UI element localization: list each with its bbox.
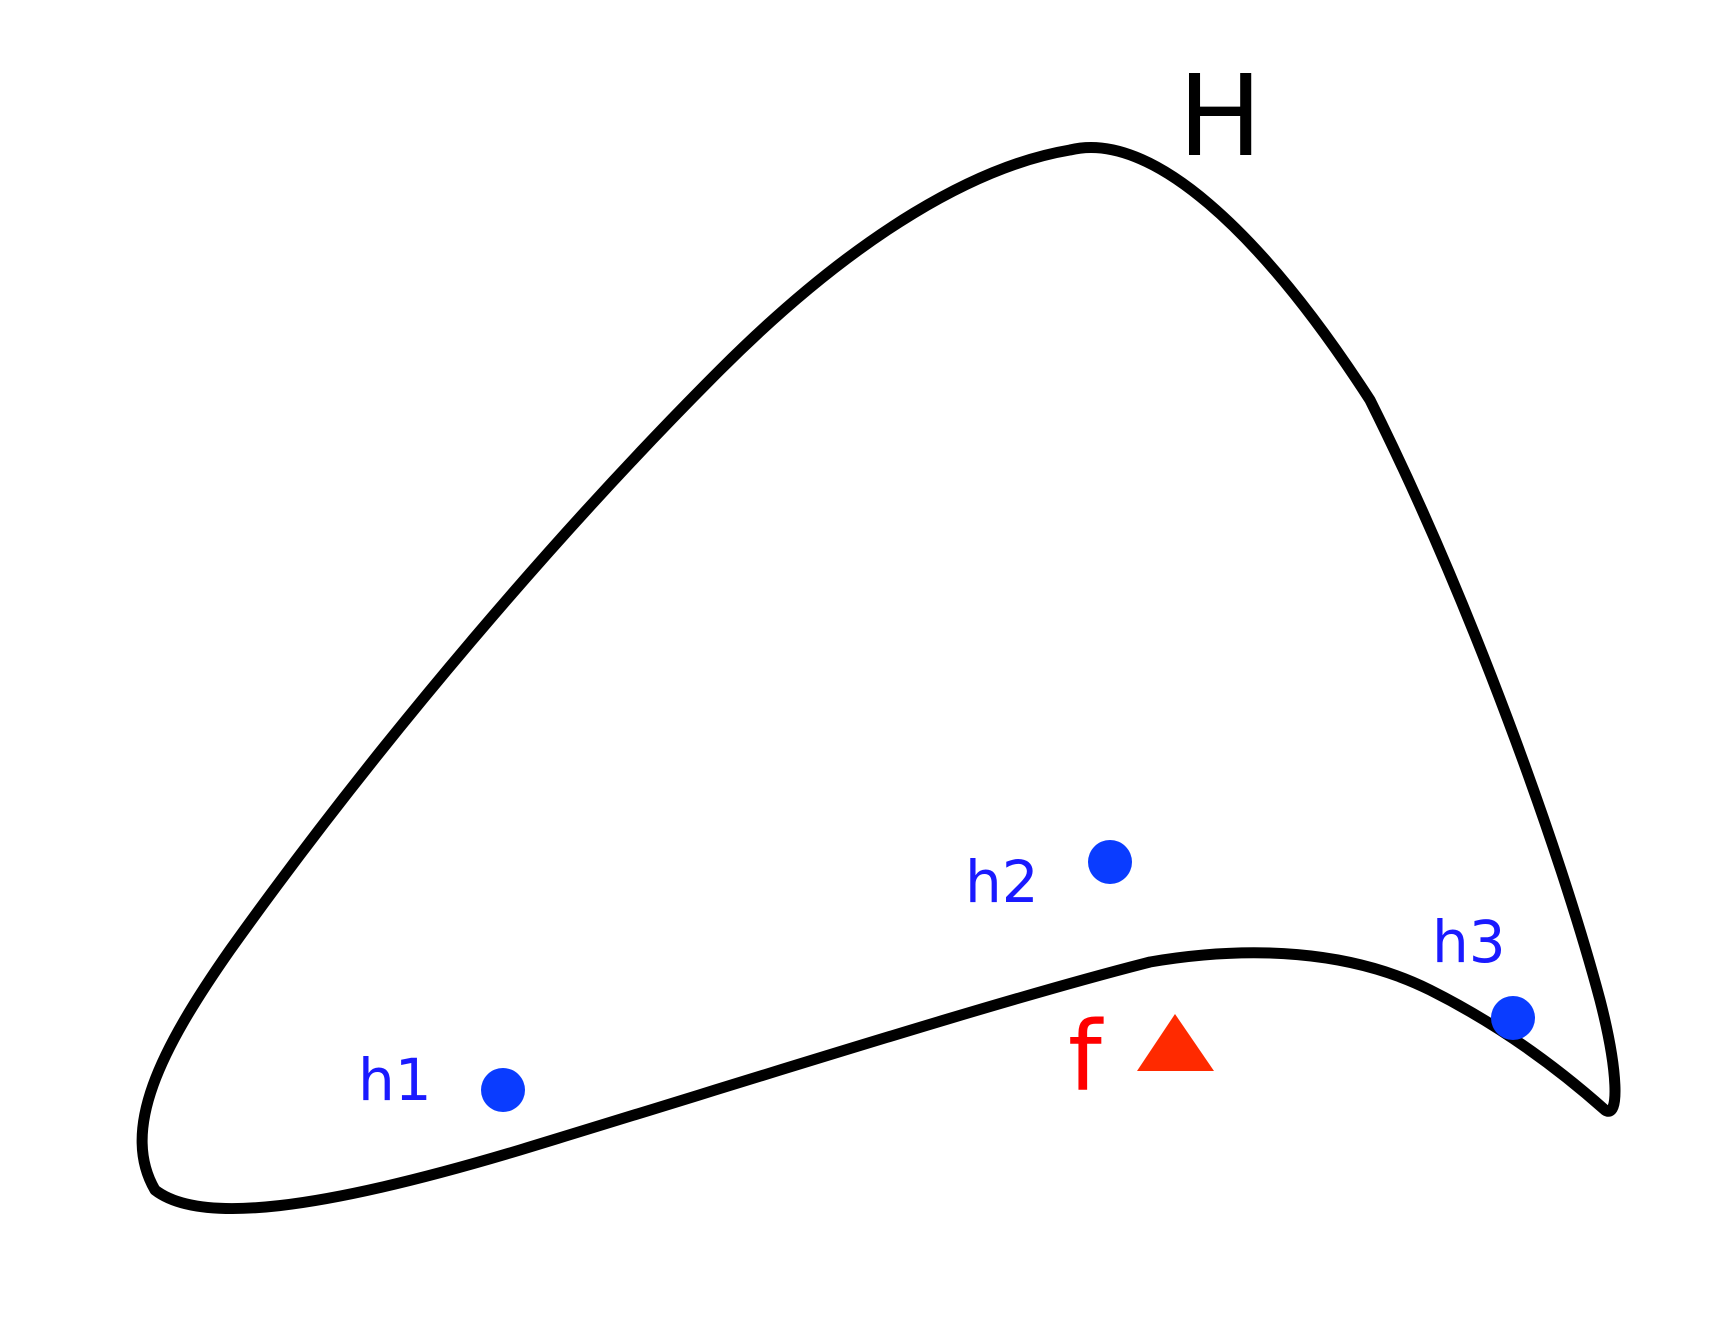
point-h3-dot (1491, 996, 1535, 1040)
point-h2-dot (1088, 840, 1132, 884)
point-h1-dot (481, 1068, 525, 1112)
point-h3-label: h3 (1432, 908, 1506, 976)
target-f-label: f (1068, 1001, 1104, 1113)
point-h1-label: h1 (358, 1046, 432, 1114)
target-f-triangle-icon (1137, 1014, 1214, 1071)
set-label-H: H (1178, 52, 1262, 182)
hypothesis-set-outline (136, 142, 1621, 1215)
point-h2-label: h2 (965, 848, 1039, 916)
